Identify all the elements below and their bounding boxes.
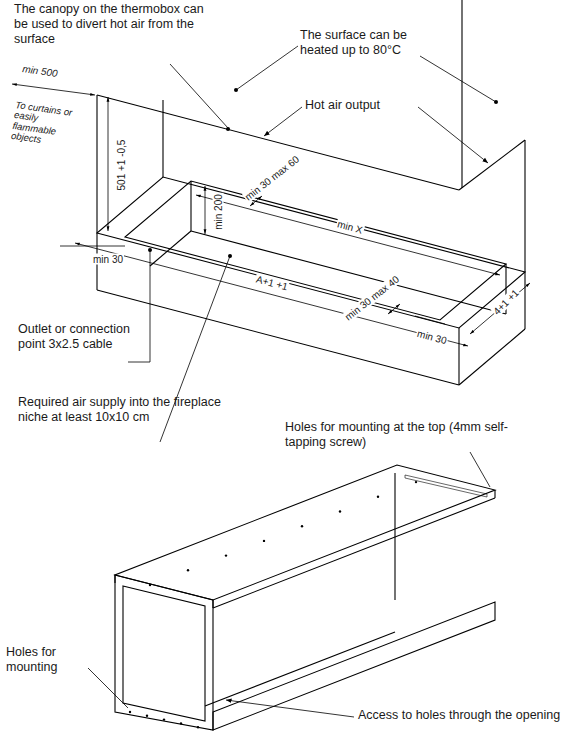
mounting-hole	[377, 496, 379, 498]
dimension-label: min 30 max 40	[342, 273, 402, 323]
mounting-hole	[149, 584, 151, 586]
dimension-label: min 30 max 60	[242, 153, 302, 203]
dimension-label: min 200	[213, 193, 224, 231]
mounting-hole	[180, 722, 182, 724]
callout-text: Required air supply into the fireplace n…	[18, 395, 233, 425]
callout-text: Access to holes through the opening	[358, 708, 560, 723]
mounting-hole	[263, 540, 265, 542]
mounting-hole	[187, 569, 189, 571]
thermobox-drawing	[0, 0, 495, 730]
dimension-label: min 30	[415, 328, 449, 347]
callout-text: Hot air output	[305, 98, 380, 113]
note-text: To curtains or easily flammable objects	[9, 100, 78, 150]
mounting-hole	[415, 481, 417, 483]
mounting-holes	[129, 481, 417, 729]
callout-text: The canopy on the thermobox can be used …	[14, 2, 219, 46]
dimension-label: 501 +1 -0,5	[116, 139, 127, 192]
dimension-label: min 500	[21, 63, 60, 79]
dimension-label: min 30	[92, 254, 124, 265]
mounting-hole	[225, 554, 227, 556]
niche-drawing	[97, 0, 525, 385]
mounting-hole	[163, 718, 165, 720]
callout-text: Outlet or connection point 3x2.5 cable	[18, 322, 130, 352]
mounting-hole	[129, 711, 131, 713]
callout-text: Holes for mounting at the top (4mm self-…	[285, 420, 525, 450]
leader-dots	[148, 88, 498, 258]
mounting-hole	[197, 726, 199, 728]
callout-text: Holes for mounting	[6, 645, 90, 675]
dimension-lines	[12, 84, 530, 346]
callout-text: The surface can be heated up to 80°C	[300, 28, 425, 58]
mounting-hole	[339, 510, 341, 512]
mounting-hole	[301, 525, 303, 527]
leader-lines	[88, 46, 496, 717]
mounting-hole	[146, 715, 148, 717]
